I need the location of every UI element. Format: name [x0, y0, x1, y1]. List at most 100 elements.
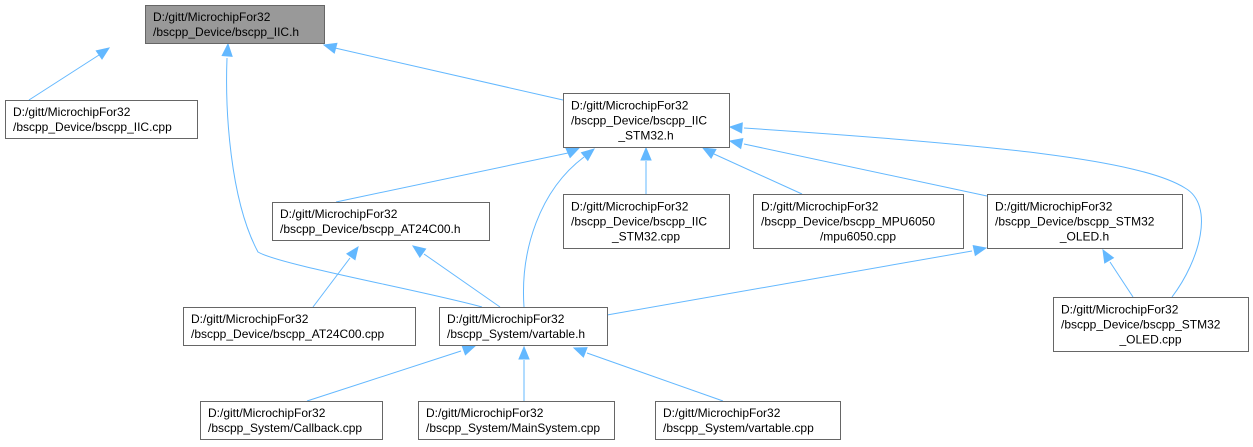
- node-label-line: D:/gitt/MicrochipFor32: [153, 10, 271, 24]
- node-box[interactable]: [200, 401, 383, 440]
- edge-n11-to-n8: [518, 345, 530, 401]
- arrowhead-icon: [972, 244, 988, 257]
- graph-node[interactable]: D:/gitt/MicrochipFor32/bscpp_Device/bscp…: [272, 202, 490, 241]
- node-label-line: /bscpp_System/vartable.cpp: [663, 421, 814, 435]
- edge-line: [335, 152, 569, 203]
- graph-node[interactable]: D:/gitt/MicrochipFor32/bscpp_System/vart…: [439, 307, 608, 346]
- graph-node-root: D:/gitt/MicrochipFor32/bscpp_Device/bscp…: [145, 5, 325, 44]
- node-label-line: _STM32.h: [617, 129, 673, 143]
- node-label-line: D:/gitt/MicrochipFor32: [280, 207, 398, 221]
- node-label-line: D:/gitt/MicrochipFor32: [13, 105, 131, 119]
- node-label-line: /bscpp_Device/bscpp_STM32: [1061, 318, 1221, 332]
- edge-n12-to-n8: [572, 347, 724, 402]
- edge-n5-to-n2: [701, 147, 803, 195]
- edge-line: [334, 47, 564, 101]
- node-label-line: D:/gitt/MicrochipFor32: [426, 406, 544, 420]
- node-label-line: D:/gitt/MicrochipFor32: [447, 312, 565, 326]
- node-label-line: /bscpp_Device/bscpp_IIC: [571, 215, 707, 229]
- node-label-line: /bscpp_Device/bscpp_MPU6050: [761, 215, 935, 229]
- edge-n1-to-n0: [28, 47, 111, 101]
- arrowhead-icon: [221, 42, 233, 57]
- edge-line: [743, 143, 988, 197]
- node-box[interactable]: [439, 307, 608, 346]
- node-box[interactable]: [5, 100, 198, 139]
- node-label-line: D:/gitt/MicrochipFor32: [571, 200, 689, 214]
- edge-n2-to-n0: [322, 42, 564, 101]
- graph-node[interactable]: D:/gitt/MicrochipFor32/bscpp_System/Call…: [200, 401, 383, 440]
- arrowhead-icon: [345, 245, 359, 261]
- graph-node[interactable]: D:/gitt/MicrochipFor32/bscpp_Device/bscp…: [1053, 297, 1249, 352]
- node-label-line: /bscpp_Device/bscpp_AT24C00.cpp: [191, 327, 385, 341]
- edges-layer: [28, 42, 1202, 402]
- edge-n3-to-n2: [335, 147, 581, 203]
- edge-n4-to-n2: [640, 146, 652, 194]
- edge-n8-to-n6: [606, 244, 988, 316]
- edge-line: [743, 127, 1202, 298]
- node-label-line: D:/gitt/MicrochipFor32: [1061, 303, 1179, 317]
- node-label-line: /bscpp_Device/bscpp_IIC: [571, 114, 707, 128]
- edge-line: [423, 253, 501, 308]
- edge-n6-to-n2: [728, 137, 988, 197]
- node-box[interactable]: [753, 194, 964, 249]
- node-label-line: _OLED.h: [1059, 230, 1109, 244]
- edge-n10-to-n8: [306, 344, 477, 402]
- arrowhead-icon: [322, 42, 338, 54]
- node-box: [145, 5, 325, 44]
- node-label-line: _STM32.cpp: [611, 230, 680, 244]
- arrowhead-icon: [518, 345, 530, 360]
- node-label-line: /bscpp_Device/bscpp_STM32: [995, 215, 1155, 229]
- node-box[interactable]: [272, 202, 490, 241]
- graph-node[interactable]: D:/gitt/MicrochipFor32/bscpp_System/vart…: [655, 401, 841, 440]
- node-label-line: /mpu6050.cpp: [820, 230, 896, 244]
- arrowhead-icon: [565, 147, 581, 159]
- node-label-line: D:/gitt/MicrochipFor32: [761, 200, 879, 214]
- node-label-line: /bscpp_System/Callback.cpp: [208, 421, 362, 435]
- node-box[interactable]: [183, 307, 416, 346]
- node-box[interactable]: [563, 194, 730, 249]
- node-box[interactable]: [1053, 297, 1249, 352]
- node-box[interactable]: [563, 93, 730, 148]
- node-label-line: _OLED.cpp: [1118, 333, 1181, 347]
- edge-line: [523, 156, 585, 308]
- edge-n8-to-n0: [221, 42, 483, 308]
- node-label-line: D:/gitt/MicrochipFor32: [995, 200, 1113, 214]
- edge-line: [28, 54, 100, 101]
- edge-line: [713, 153, 803, 195]
- edge-line: [226, 57, 483, 308]
- graph-node[interactable]: D:/gitt/MicrochipFor32/bscpp_System/Main…: [418, 401, 615, 440]
- edge-line: [586, 352, 724, 402]
- nodes-layer: D:/gitt/MicrochipFor32/bscpp_Device/bscp…: [5, 5, 1249, 440]
- edge-line: [606, 250, 973, 316]
- arrowhead-icon: [701, 147, 717, 159]
- node-label-line: /bscpp_System/vartable.h: [447, 327, 585, 341]
- node-label-line: D:/gitt/MicrochipFor32: [663, 406, 781, 420]
- node-label-line: D:/gitt/MicrochipFor32: [208, 406, 326, 420]
- graph-node[interactable]: D:/gitt/MicrochipFor32/bscpp_Device/bscp…: [183, 307, 416, 346]
- graph-node[interactable]: D:/gitt/MicrochipFor32/bscpp_Device/bscp…: [5, 100, 198, 139]
- edge-n8-to-n2: [523, 148, 596, 308]
- arrowhead-icon: [640, 146, 652, 161]
- graph-node[interactable]: D:/gitt/MicrochipFor32/bscpp_Device/bscp…: [563, 194, 730, 249]
- edge-n9-to-n2: [728, 122, 1202, 298]
- node-box[interactable]: [655, 401, 841, 440]
- arrowhead-icon: [411, 245, 427, 259]
- edge-n9-to-n6: [1102, 248, 1134, 298]
- node-label-line: D:/gitt/MicrochipFor32: [571, 99, 689, 113]
- arrowhead-icon: [461, 344, 477, 356]
- edge-line: [306, 350, 462, 402]
- graph-node[interactable]: D:/gitt/MicrochipFor32/bscpp_Device/bscp…: [987, 194, 1183, 249]
- graph-node[interactable]: D:/gitt/MicrochipFor32/bscpp_Device/bscp…: [563, 93, 730, 148]
- edge-line: [1109, 261, 1134, 298]
- node-label-line: /bscpp_Device/bscpp_AT24C00.h: [280, 222, 461, 236]
- arrowhead-icon: [728, 137, 744, 150]
- arrowhead-icon: [95, 47, 111, 60]
- graph-node[interactable]: D:/gitt/MicrochipFor32/bscpp_Device/bscp…: [753, 194, 964, 249]
- node-box[interactable]: [987, 194, 1183, 249]
- node-label-line: /bscpp_Device/bscpp_IIC.h: [153, 25, 299, 39]
- edge-n8-to-n3: [411, 245, 501, 308]
- node-box[interactable]: [418, 401, 615, 440]
- arrowhead-icon: [580, 148, 596, 162]
- node-label-line: /bscpp_Device/bscpp_IIC.cpp: [13, 120, 172, 134]
- node-label-line: D:/gitt/MicrochipFor32: [191, 312, 309, 326]
